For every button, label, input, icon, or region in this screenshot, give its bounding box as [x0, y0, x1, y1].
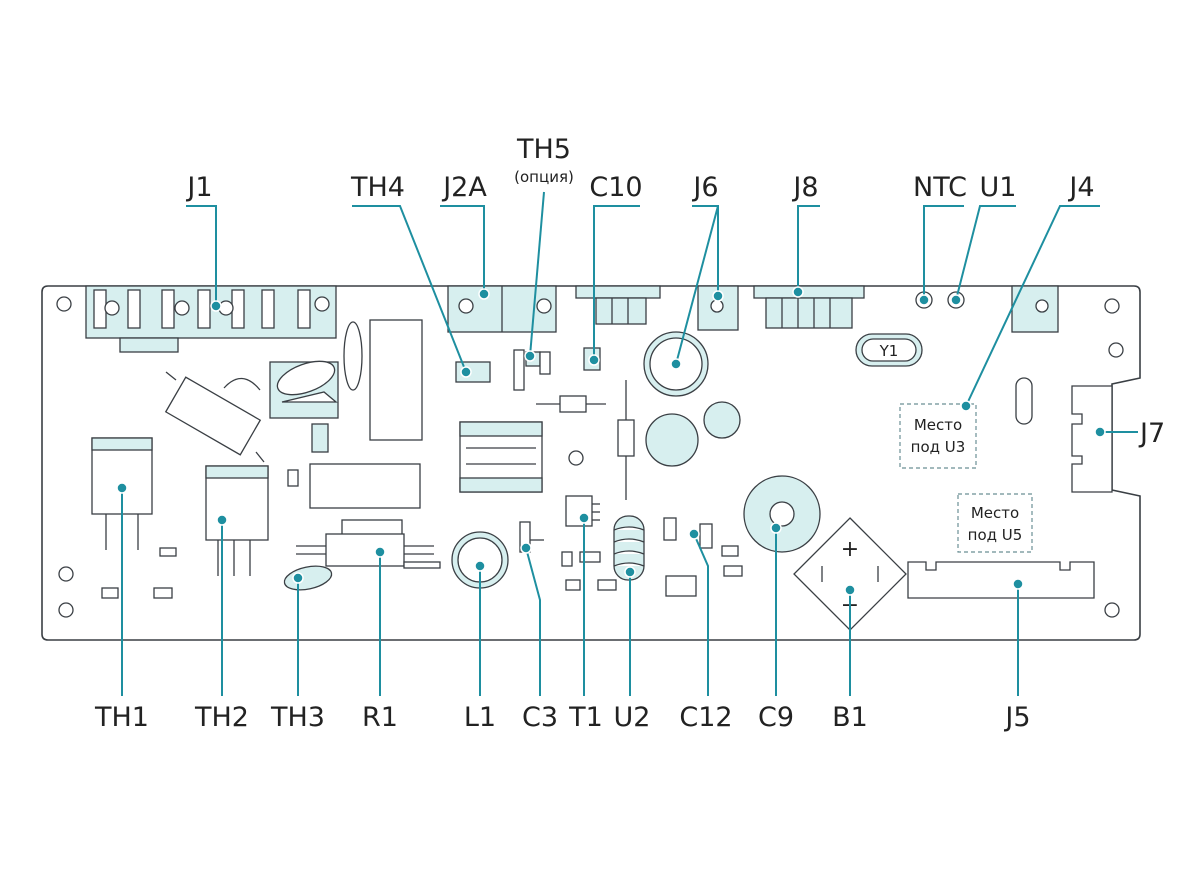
capacitor-c9 [743, 475, 821, 553]
connector-j2a [447, 285, 557, 333]
label-j5: J5 [1003, 702, 1030, 733]
part-r1 [296, 519, 441, 569]
relay-blocks [287, 319, 423, 509]
connector-j5 [907, 561, 1095, 599]
transformer [459, 421, 543, 493]
connector-j7 [1071, 385, 1113, 493]
part-th2 [205, 465, 269, 576]
diode-vertical [617, 380, 635, 500]
labels-top: J1 TH4 J2A TH5 (опция) C10 J6 J8 NTC U1 … [185, 134, 1094, 203]
label-th2: TH2 [194, 702, 249, 733]
connector-top-mid [575, 285, 661, 325]
placeholder-u3: Место под U3 [899, 403, 977, 469]
label-ntc: NTC [913, 172, 967, 203]
label-j1: J1 [185, 172, 212, 203]
mounting-holes [56, 296, 1124, 618]
bridge-rectifier-b1: + − [793, 517, 907, 631]
u3-line1: Место [914, 416, 962, 434]
label-th3: TH3 [270, 702, 325, 733]
smd-pads-left [101, 547, 177, 599]
leader-lines [116, 191, 1138, 696]
label-l1: L1 [464, 702, 496, 733]
labels-bottom: TH1 TH2 TH3 R1 L1 C3 T1 U2 C12 C9 B1 J5 [94, 702, 1031, 733]
label-b1: B1 [832, 702, 868, 733]
u5-line1: Место [971, 504, 1019, 522]
label-j4: J4 [1067, 172, 1094, 203]
u3-line2: под U3 [911, 438, 966, 456]
capacitor-rotated [164, 371, 265, 463]
label-c3: C3 [522, 702, 558, 733]
label-th4: TH4 [350, 172, 405, 203]
b1-plus: + [841, 537, 859, 562]
label-th5-note: (опция) [514, 168, 574, 186]
y1-label: Y1 [879, 342, 899, 360]
label-j2a: J2A [441, 172, 487, 203]
placeholder-u5: Место под U5 [957, 493, 1033, 553]
diode-horizontal [536, 395, 606, 413]
connector-j8 [753, 285, 865, 329]
label-u2: U2 [614, 702, 651, 733]
slot [1015, 377, 1033, 425]
crystal-y1: Y1 [855, 333, 923, 367]
capacitors-cluster [643, 331, 741, 467]
label-j6: J6 [691, 172, 718, 203]
connector-j1 [85, 285, 337, 353]
label-r1: R1 [362, 702, 398, 733]
label-j8: J8 [791, 172, 818, 203]
inductor-l1 [451, 531, 509, 589]
part-th3 [283, 565, 333, 591]
smd-pads-mid [561, 517, 743, 597]
label-t1: T1 [568, 702, 603, 733]
label-u1: U1 [980, 172, 1017, 203]
label-c9: C9 [758, 702, 794, 733]
label-c12: C12 [679, 702, 732, 733]
u5-line2: под U5 [968, 526, 1023, 544]
thermistor-area [269, 360, 339, 419]
label-th1: TH1 [94, 702, 149, 733]
label-th5: TH5 [516, 134, 571, 165]
label-c10: C10 [589, 172, 642, 203]
label-j7: J7 [1138, 418, 1165, 449]
